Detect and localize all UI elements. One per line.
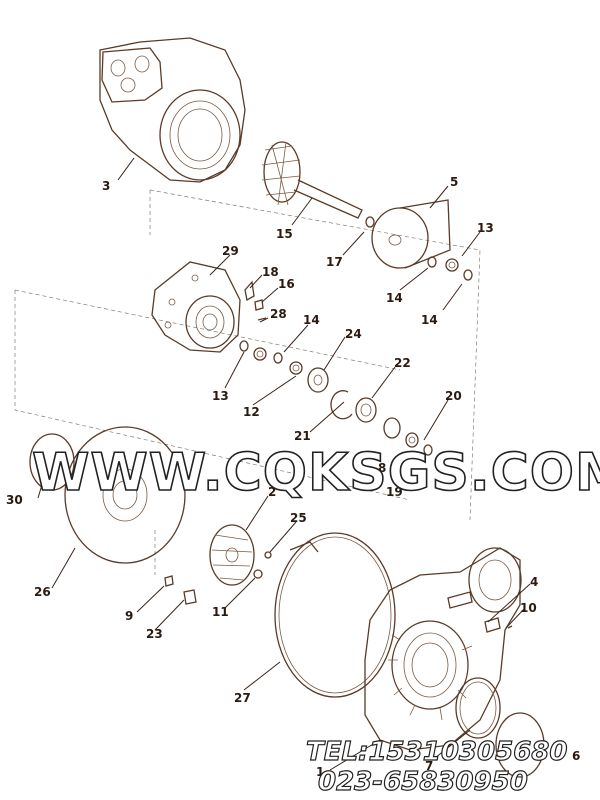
insert-22: [355, 397, 377, 423]
callout-18: 18: [262, 265, 279, 279]
callout-17: 17: [326, 255, 343, 269]
callout-14-a: 14: [386, 291, 403, 305]
watermark-tel: TEL:15310305680: [306, 737, 567, 767]
v-band-clamp: [274, 532, 396, 698]
callout-14-c: 14: [303, 313, 320, 327]
callout-24: 24: [345, 327, 362, 341]
o-ring-30: [29, 433, 75, 491]
compressor-wheel: [209, 524, 255, 586]
callout-23: 23: [146, 627, 163, 641]
callout-12: 12: [243, 405, 260, 419]
compressor-housing: [364, 547, 522, 751]
nuts: [253, 551, 272, 579]
callout-labels: 3 15 5 13 17 14 14 29 18 16 28 14 24 13 …: [6, 175, 580, 779]
turbine-wheel-shaft: [261, 141, 363, 219]
leader-lines: [37, 157, 531, 771]
callout-25: 25: [290, 511, 307, 525]
thrust-collar: [307, 367, 329, 393]
screws: [164, 575, 197, 605]
callout-26: 26: [34, 585, 51, 599]
retaining-ring: [330, 390, 353, 420]
seal-rings-upper: [427, 256, 473, 281]
clamp-plate: [484, 617, 513, 633]
watermark-phone: 023-65830950: [318, 767, 528, 797]
assembly-guide-lines: [14, 189, 481, 575]
turbine-housing: [99, 37, 246, 183]
small-fittings: [244, 280, 267, 321]
callout-3: 3: [102, 179, 110, 193]
heat-shield: [371, 199, 451, 269]
callout-5: 5: [450, 175, 458, 189]
callout-2: 2: [268, 485, 276, 499]
callout-16: 16: [278, 277, 295, 291]
ring-17: [365, 216, 375, 228]
callout-22: 22: [394, 356, 411, 370]
callout-28: 28: [270, 307, 287, 321]
callout-9: 9: [125, 609, 133, 623]
callout-1: 1: [316, 765, 324, 779]
callout-15: 15: [276, 227, 293, 241]
callout-29: 29: [222, 244, 239, 258]
callout-20: 20: [445, 389, 462, 403]
callout-27: 27: [234, 691, 251, 705]
watermark: WWW.CQKSGS.COM TEL:15310305680 023-65830…: [31, 442, 600, 797]
callout-6: 6: [572, 749, 580, 763]
callout-30: 30: [6, 493, 23, 507]
callout-7: 7: [425, 759, 433, 773]
housing-rings: [455, 677, 545, 778]
callout-10: 10: [520, 601, 537, 615]
seal-rings-middle: [239, 340, 303, 375]
compressor-backplate: [64, 426, 186, 564]
callout-11: 11: [212, 605, 229, 619]
callout-4: 4: [530, 575, 538, 589]
callout-14-b: 14: [421, 313, 438, 327]
callout-19: 19: [386, 485, 403, 499]
watermark-site: WWW.CQKSGS.COM: [32, 443, 600, 503]
callout-8: 8: [378, 461, 386, 475]
seal-rings-lower: [383, 417, 433, 456]
bearing-housing: [151, 261, 241, 353]
callout-21: 21: [294, 429, 311, 443]
callout-13-middle: 13: [212, 389, 229, 403]
callout-13-upper: 13: [477, 221, 494, 235]
